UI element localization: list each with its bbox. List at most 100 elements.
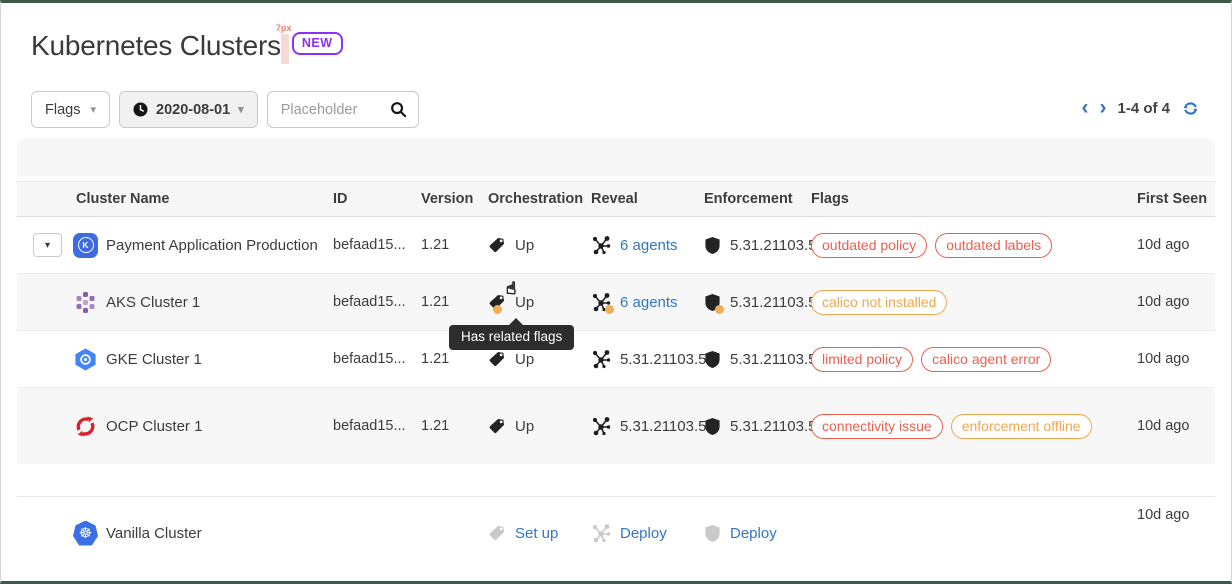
set-up-link[interactable]: Set up — [515, 524, 559, 542]
orchestration-status: Up — [515, 417, 535, 435]
column-header-flags: Flags — [811, 191, 849, 207]
cluster-version: 1.21 — [421, 294, 450, 310]
flag-pill[interactable]: outdated labels — [935, 232, 1053, 258]
table-row[interactable]: OCP Cluster 1 befaad15... 1.21 Up 5.31.2… — [17, 387, 1215, 464]
agents-network-icon-disabled — [591, 523, 611, 543]
next-page-icon[interactable]: › — [1099, 96, 1107, 119]
first-seen: 10d ago — [1137, 418, 1190, 434]
pagination-range: 1-4 of 4 — [1117, 99, 1170, 117]
shield-icon — [704, 236, 721, 255]
row-expander-button[interactable]: ▾ — [33, 233, 62, 257]
table-row[interactable]: ☸ Vanilla Cluster Set up Deploy — [17, 496, 1215, 569]
date-filter-dropdown[interactable]: 2020-08-01 ▾ — [119, 91, 258, 128]
cluster-name: Payment Application Production — [106, 236, 318, 254]
tag-icon — [488, 236, 506, 254]
cluster-version: 1.21 — [421, 237, 450, 253]
flag-pill[interactable]: outdated policy — [811, 232, 928, 258]
warning-dot — [493, 305, 502, 314]
table-row[interactable]: GKE Cluster 1 befaad15... 1.21 Up 5.31.2… — [17, 330, 1215, 387]
table-top-band — [17, 138, 1215, 176]
cluster-id: befaad15... — [333, 351, 406, 367]
search-box — [266, 91, 419, 128]
shield-icon — [704, 417, 721, 436]
search-input[interactable] — [278, 100, 390, 119]
aks-cluster-icon — [73, 290, 98, 315]
cluster-name: AKS Cluster 1 — [106, 293, 201, 311]
tag-icon-disabled — [488, 524, 506, 542]
flag-pill[interactable]: connectivity issue — [811, 413, 943, 439]
tag-icon-with-warning[interactable] — [488, 293, 506, 314]
shield-icon — [704, 350, 721, 369]
search-icon[interactable] — [390, 101, 407, 118]
clusters-table: Cluster Name ID Version Orchestration Re… — [17, 138, 1215, 569]
cluster-version: 1.21 — [421, 351, 450, 367]
enforcement-version: 5.31.21103.5 — [730, 236, 817, 254]
refresh-icon[interactable] — [1183, 101, 1198, 116]
flags-filter-label: Flags — [45, 101, 81, 118]
flag-pill[interactable]: calico not installed — [811, 289, 948, 315]
cluster-name: OCP Cluster 1 — [106, 417, 203, 435]
hand-cursor-icon: ☝ — [505, 278, 517, 298]
tag-icon — [488, 417, 506, 435]
table-header-row: Cluster Name ID Version Orchestration Re… — [17, 181, 1215, 217]
page-title: Kubernetes Clusters — [31, 30, 281, 61]
column-header-first-seen: First Seen — [1137, 191, 1208, 207]
reveal-version: 5.31.21103.5 — [620, 350, 707, 368]
table-row[interactable]: ▾ K Payment Application Production befaa… — [17, 217, 1215, 273]
column-header-id: ID — [333, 191, 348, 207]
first-seen: 10d ago — [1137, 507, 1190, 523]
orchestration-status: Up — [515, 236, 535, 254]
chevron-down-icon: ▾ — [238, 104, 244, 116]
cluster-name: Vanilla Cluster — [106, 524, 202, 542]
table-row[interactable]: AKS Cluster 1 befaad15... 1.21 Up 6 agen… — [17, 273, 1215, 330]
chevron-down-icon: ▾ — [44, 239, 51, 251]
spacing-annotation-marker: 7px — [276, 23, 291, 64]
agents-link[interactable]: 6 agents — [620, 293, 678, 311]
tag-icon — [488, 350, 506, 368]
column-header-orchestration: Orchestration — [488, 191, 584, 207]
agents-network-icon-with-warning — [591, 292, 614, 314]
column-header-reveal: Reveal — [591, 191, 638, 207]
filter-toolbar: Flags ▾ 2020-08-01 ▾ — [31, 91, 419, 128]
enforcement-version: 5.31.21103.5 — [730, 293, 817, 311]
payment-cluster-icon: K — [73, 232, 98, 258]
column-header-cluster-name: Cluster Name — [76, 191, 170, 207]
clock-icon — [133, 102, 148, 117]
first-seen: 10d ago — [1137, 351, 1190, 367]
ocp-cluster-icon — [73, 414, 98, 439]
new-badge: NEW — [291, 32, 343, 55]
deploy-agents-link[interactable]: Deploy — [620, 524, 667, 542]
first-seen: 10d ago — [1137, 237, 1190, 253]
flag-pill[interactable]: limited policy — [811, 346, 914, 372]
spacing-annotation-label: 7px — [275, 23, 292, 33]
cluster-id: befaad15... — [333, 418, 406, 434]
column-header-version: Version — [421, 191, 474, 207]
agents-link[interactable]: 6 agents — [620, 236, 678, 254]
prev-page-icon[interactable]: ‹ — [1081, 96, 1089, 119]
shield-icon-disabled — [704, 524, 721, 543]
enforcement-version: 5.31.21103.5 — [730, 417, 817, 435]
first-seen: 10d ago — [1137, 294, 1190, 310]
tooltip: Has related flags — [449, 318, 575, 350]
orchestration-status: Up — [515, 293, 535, 311]
flag-pill[interactable]: enforcement offline — [950, 413, 1092, 439]
agents-network-icon — [591, 235, 611, 255]
cluster-id: befaad15... — [333, 294, 406, 310]
chevron-down-icon: ▾ — [90, 104, 96, 116]
agents-network-icon — [591, 416, 611, 436]
deploy-enforcement-link[interactable]: Deploy — [730, 524, 777, 542]
shield-icon-with-warning — [704, 293, 724, 314]
warning-dot — [715, 304, 724, 314]
pagination: ‹ › 1-4 of 4 — [1081, 96, 1198, 119]
reveal-version: 5.31.21103.5 — [620, 417, 707, 435]
date-filter-value: 2020-08-01 — [156, 101, 231, 118]
flags-filter-dropdown[interactable]: Flags ▾ — [31, 91, 110, 128]
row-spacer — [17, 464, 1215, 496]
cluster-name: GKE Cluster 1 — [106, 350, 202, 368]
kubernetes-cluster-icon: ☸ — [73, 520, 98, 546]
cluster-version: 1.21 — [421, 418, 450, 434]
flag-pill[interactable]: calico agent error — [921, 346, 1052, 372]
enforcement-version: 5.31.21103.5 — [730, 350, 817, 368]
page-header: Kubernetes Clusters 7px NEW — [31, 23, 343, 64]
